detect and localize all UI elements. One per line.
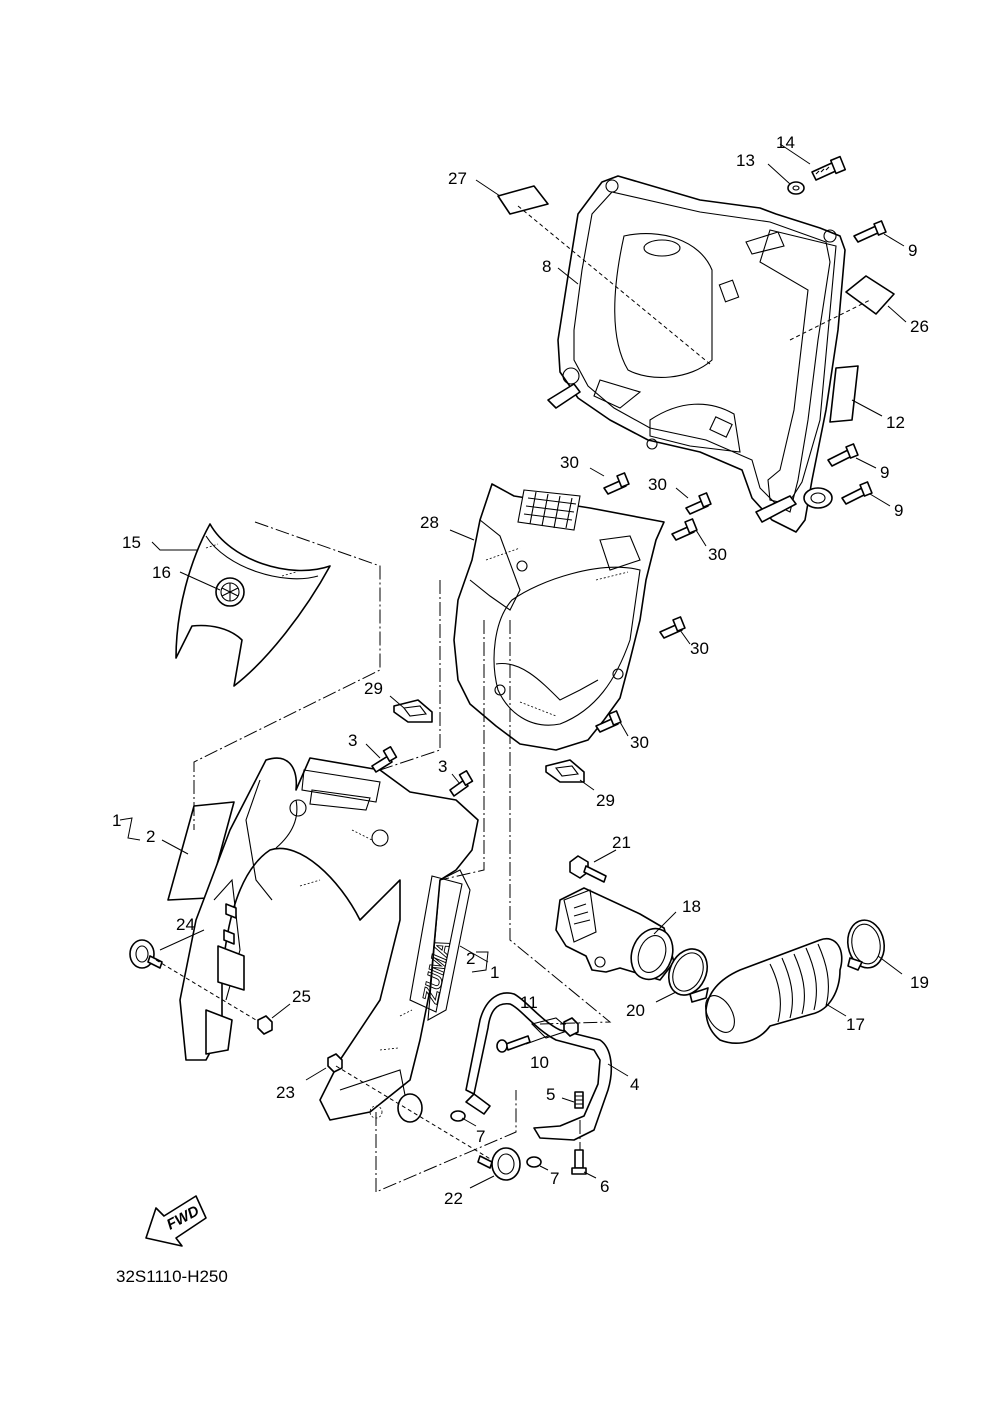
bolt-part-21 [569,855,607,883]
callout-6: 6 [600,1177,609,1196]
emblem-part-16 [215,577,245,607]
washer-hole [792,185,800,191]
front-cover-part-1: ZUMA [179,757,479,1123]
knob-part-22 [477,1147,521,1181]
callout-25: 25 [292,987,311,1006]
bracket-part-4 [465,992,613,1141]
callout-21: 21 [612,833,631,852]
callout-29-a: 29 [364,679,383,698]
callout-1-left: 1 [112,811,121,830]
callout-7-right: 7 [550,1169,559,1188]
nut-part-23 [327,1053,343,1073]
top-panel-part-15 [175,523,331,687]
callout-28: 28 [420,513,439,532]
callout-10: 10 [530,1053,549,1072]
bolt-part-5 [574,1091,584,1109]
screw-part-9-b [827,443,859,467]
callout-14: 14 [776,133,795,152]
callout-23: 23 [276,1083,295,1102]
screw-part-30-c [671,518,698,541]
clip-part-29-b [545,759,585,783]
callout-27: 27 [448,169,467,188]
leader-lines [119,143,907,1189]
callout-18: 18 [682,897,701,916]
assembly-lines [193,521,612,1193]
bolt-part-6 [571,1149,587,1175]
callout-29-b: 29 [596,791,615,810]
callout-15: 15 [122,533,141,552]
label-part-26 [845,275,895,315]
callout-17: 17 [846,1015,865,1034]
callout-1-right: 1 [490,963,499,982]
screw-part-3-b [449,770,474,797]
screw-part-9-c [841,481,873,505]
clip-part-29-a [393,699,433,723]
forward-direction-arrow: FWD [145,1195,207,1247]
callout-24: 24 [176,915,195,934]
callout-9-mid: 9 [880,463,889,482]
callout-8: 8 [542,257,551,276]
screw-part-3-a [371,746,398,773]
washer-part-7-a [450,1110,466,1122]
callout-3-a: 3 [348,731,357,750]
diagram-id: 32S1110-H250 [116,1267,228,1286]
inner-leg-shield-part-8 [547,175,846,533]
callout-labels: 14 13 27 8 9 26 12 9 9 30 30 30 30 30 28… [112,133,929,1208]
callout-26: 26 [910,317,929,336]
callout-12: 12 [886,413,905,432]
callout-30-d: 30 [690,639,709,658]
callout-4: 4 [630,1075,639,1094]
bolt-part-10 [496,1035,531,1053]
callout-2-left: 2 [146,827,155,846]
screw-part-30-b [685,492,712,515]
callout-9-top: 9 [908,241,917,260]
duct-joint-part-18 [555,887,675,981]
callout-16: 16 [152,563,171,582]
callout-30-e: 30 [630,733,649,752]
washer-part-7-b [526,1156,542,1168]
callout-11: 11 [520,993,538,1012]
callout-30-a: 30 [560,453,579,472]
callout-20: 20 [626,1001,645,1020]
nut-part-25 [257,1015,273,1035]
label-part-12 [829,365,859,423]
front-inner-cover-part-28 [453,483,665,751]
callout-7-left: 7 [476,1127,485,1146]
knob-part-24 [129,939,163,969]
callout-5: 5 [546,1085,555,1104]
callout-3-b: 3 [438,757,447,776]
callout-9-bottom: 9 [894,501,903,520]
clamp-part-19 [846,919,886,971]
washer-part-13 [787,181,805,195]
screw-part-30-e [595,710,622,733]
intake-hose-part-17 [705,937,843,1044]
vent-grille-mesh [523,491,577,529]
screw-part-30-a [603,472,630,495]
screw-part-9-a [853,220,887,243]
callout-22: 22 [444,1189,463,1208]
callout-30-b: 30 [648,475,667,494]
screw-part-30-d [659,616,686,639]
callout-19: 19 [910,973,929,992]
screw-part-14 [811,155,847,181]
label-part-27 [497,185,549,215]
callout-2-right: 2 [466,949,475,968]
callout-13: 13 [736,151,755,170]
nut-part-11 [563,1017,579,1037]
clamp-part-20 [667,948,709,1003]
callout-30-c: 30 [708,545,727,564]
